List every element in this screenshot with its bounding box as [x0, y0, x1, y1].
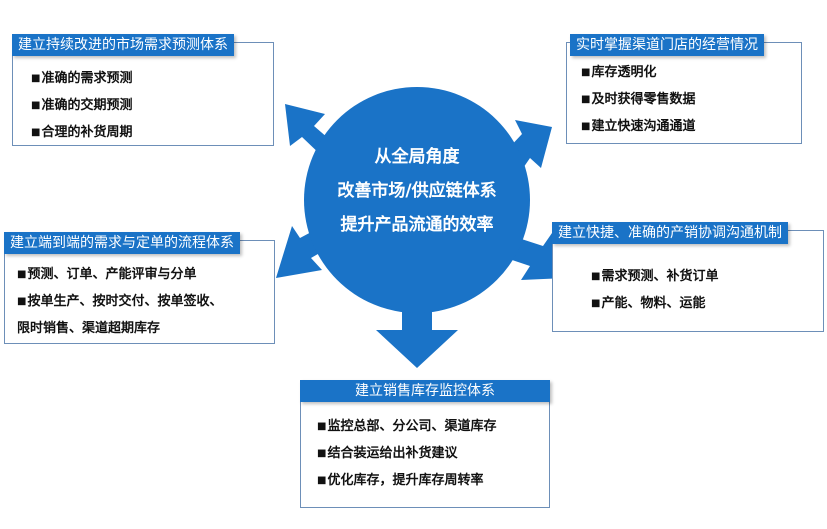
- list-item: ■产能、物料、运能: [591, 296, 706, 311]
- list-item: ■预测、订单、产能评审与分单: [17, 267, 197, 282]
- bullet-icon: ■: [317, 448, 327, 459]
- list-item: ■需求预测、补货订单: [591, 269, 719, 284]
- center-line-1: 从全局角度: [374, 147, 460, 167]
- bullet-icon: ■: [17, 269, 27, 280]
- list-item: ■及时获得零售数据: [581, 92, 696, 107]
- center-line-2: 改善市场/供应链体系: [337, 181, 497, 201]
- box-title: 建立快捷、准确的产销协调沟通机制: [552, 222, 788, 244]
- arrow-down-icon: [376, 285, 458, 368]
- bullet-icon: ■: [31, 73, 41, 84]
- box-title: 建立持续改进的市场需求预测体系: [12, 34, 234, 56]
- box-title: 实时掌握渠道门店的经营情况: [570, 34, 764, 56]
- list-item: ■准确的需求预测: [31, 71, 133, 86]
- bullet-icon: ■: [581, 67, 591, 78]
- list-item: ■合理的补货周期: [31, 125, 133, 140]
- bullet-icon: ■: [591, 298, 601, 309]
- list-item: ■建立快速沟通通道: [581, 119, 696, 134]
- box-channel-store: ■库存透明化 ■及时获得零售数据 ■建立快速沟通通道: [566, 42, 802, 144]
- center-circle: [304, 87, 530, 313]
- bullet-icon: ■: [17, 296, 27, 307]
- bullet-icon: ■: [581, 121, 591, 132]
- bullet-icon: ■: [591, 271, 601, 282]
- bullet-icon: ■: [581, 94, 591, 105]
- center-message: 从全局角度 改善市场/供应链体系 提升产品流通的效率: [300, 140, 534, 242]
- list-item: ■结合装运给出补货建议: [317, 446, 458, 461]
- list-item: 限时销售、渠道超期库存: [17, 321, 161, 336]
- box-demand-order-process: ■预测、订单、产能评审与分单 ■按单生产、按时交付、按单签收、 限时销售、渠道超…: [4, 240, 275, 344]
- bullet-icon: ■: [317, 421, 327, 432]
- box-title: 建立销售库存监控体系: [300, 380, 550, 402]
- box-sales-inventory-monitoring: ■监控总部、分公司、渠道库存 ■结合装运给出补货建议 ■优化库存，提升库存周转率: [300, 384, 550, 508]
- bullet-icon: ■: [31, 127, 41, 138]
- list-item: ■按单生产、按时交付、按单签收、: [17, 294, 223, 309]
- bullet-icon: ■: [31, 100, 41, 111]
- box-market-forecast: ■准确的需求预测 ■准确的交期预测 ■合理的补货周期: [12, 42, 274, 146]
- bullet-icon: ■: [317, 475, 327, 486]
- list-item: ■准确的交期预测: [31, 98, 133, 113]
- list-item: ■监控总部、分公司、渠道库存: [317, 419, 497, 434]
- box-production-sales-coordination: ■需求预测、补货订单 ■产能、物料、运能: [552, 230, 824, 332]
- list-item: ■库存透明化: [581, 65, 657, 80]
- box-title: 建立端到端的需求与定单的流程体系: [4, 232, 240, 254]
- center-line-3: 提升产品流通的效率: [340, 215, 494, 235]
- list-item: ■优化库存，提升库存周转率: [317, 473, 484, 488]
